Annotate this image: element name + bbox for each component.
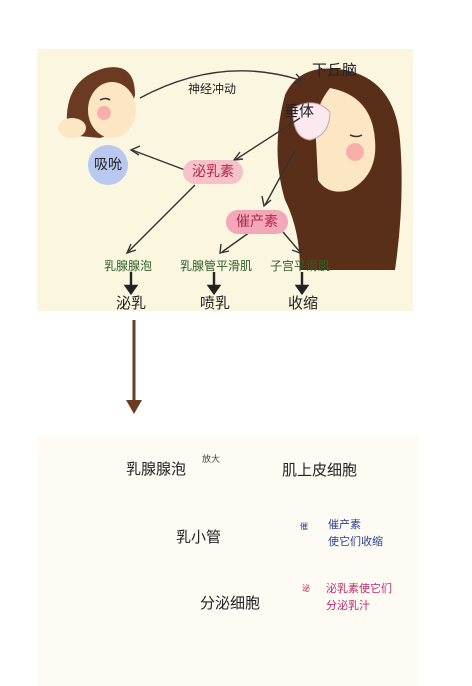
hypothalamus-label: 下丘脑: [312, 61, 358, 79]
effect-arrows: [123, 272, 310, 296]
oxytocin-note-line2: 使它们收缩: [328, 535, 383, 548]
oxytocin-note-line1: 催产素: [328, 518, 361, 531]
transition-arrow: [126, 320, 142, 414]
pituitary-label: 垂体: [284, 102, 315, 120]
enlarge-label: 放大: [202, 455, 221, 465]
prolactin-pill: 泌乳素: [183, 160, 243, 184]
oxytocin-char-label: 催: [300, 522, 308, 531]
alveoli-label-top: 乳腺腺泡: [104, 259, 153, 273]
uterus-muscle-label: 子宫平滑肌: [270, 259, 331, 273]
prolactin-char-label: 泌: [302, 584, 310, 593]
nerve-impulse-label: 神经冲动: [188, 82, 237, 96]
bottom-diagram-panel: [37, 436, 419, 686]
contraction-label: 收缩: [288, 294, 319, 312]
duct-muscle-label: 乳腺管平滑肌: [180, 259, 253, 273]
milk-ejection-label: 喷乳: [200, 294, 231, 312]
prolactin-note-line1: 泌乳素使它们: [326, 582, 392, 595]
ductule-label: 乳小管: [176, 528, 222, 546]
lactation-label: 泌乳: [116, 294, 147, 312]
myoepithelial-label: 肌上皮细胞: [282, 461, 358, 479]
baby-illustration: [58, 67, 136, 138]
suckling-circle: [88, 145, 128, 185]
alveoli-label-bottom: 乳腺腺泡: [126, 460, 187, 478]
prolactin-note-line2: 分泌乳汁: [326, 599, 370, 612]
suckling-label: 吸吮: [94, 157, 122, 173]
oxytocin-pill: 催产素: [226, 210, 288, 234]
mother-illustration: [277, 68, 402, 270]
secretory-cell-label: 分泌细胞: [200, 594, 261, 612]
